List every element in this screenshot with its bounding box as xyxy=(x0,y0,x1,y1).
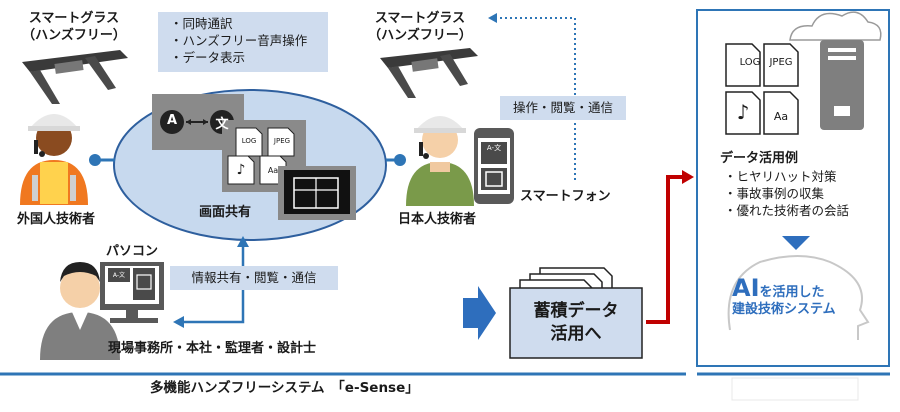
left-glasses-title: スマートグラス xyxy=(28,11,120,26)
smartphone-screen-text: A-文 xyxy=(486,144,502,152)
pc-screen-text: A-文 xyxy=(112,272,126,279)
smart-glasses-right-icon xyxy=(380,48,478,98)
office-worker-icon xyxy=(40,262,120,360)
left-glasses-label: スマートグラス （ハンズフリー） xyxy=(14,10,134,44)
dotted-arrow xyxy=(495,17,576,180)
ai-big-text: AI xyxy=(732,274,760,302)
panel-font-label: Aa xyxy=(773,110,789,123)
panel-music-label: ♪ xyxy=(736,100,750,124)
pc-label: パソコン xyxy=(105,244,158,259)
ai-line1: を活用した xyxy=(759,285,825,300)
red-arrow xyxy=(646,175,684,324)
info-share-label: 情報共有・閲覧・通信 xyxy=(170,266,338,290)
ai-line2: 建設技術システム xyxy=(732,302,836,317)
feature-item: ・同時通訳 xyxy=(170,16,233,31)
smart-glasses-left-icon xyxy=(22,50,128,104)
big-blue-arrow xyxy=(463,286,496,340)
translate-a-label: A xyxy=(166,113,178,128)
red-arrow-head xyxy=(682,170,694,184)
stored-data-label: 蓄積データ 活用へ xyxy=(510,300,642,346)
pc-monitor-icon xyxy=(100,262,164,323)
stacked-documents xyxy=(509,267,643,359)
features-box: ・同時通訳 ・ハンズフリー音声操作 ・データ表示 xyxy=(158,12,328,72)
pc-arrow-head-left xyxy=(173,316,184,328)
down-triangle xyxy=(782,236,810,250)
right-glasses-subtitle: （ハンズフリー） xyxy=(368,28,472,43)
file-log-label: LOG xyxy=(241,137,257,145)
feature-item: ・データ表示 xyxy=(170,50,246,65)
right-glasses-title: スマートグラス xyxy=(374,11,466,26)
data-use-item: ・ヒヤリハット対策 xyxy=(724,169,837,184)
screen-share-label: 画面共有 xyxy=(198,205,251,220)
panel-log-label: LOG xyxy=(739,57,761,68)
ellipse-files xyxy=(222,120,356,220)
left-connector-dot xyxy=(89,154,101,166)
ai-label: AIを活用した 建設技術システム xyxy=(732,274,882,318)
data-use-title: データ活用例 xyxy=(720,151,799,166)
japanese-worker-icon xyxy=(406,116,474,206)
translate-b-label: 文 xyxy=(215,117,229,132)
footer-blank-box xyxy=(731,377,859,401)
ops-label: 操作・閲覧・通信 xyxy=(500,96,626,120)
feature-item: ・ハンズフリー音声操作 xyxy=(170,33,308,48)
smartphone-label: スマートフォン xyxy=(520,189,611,204)
foreign-worker-label: 外国人技術者 xyxy=(16,212,95,227)
pc-arrow-head-up xyxy=(237,236,249,247)
data-use-item: ・事故事例の収集 xyxy=(724,186,825,201)
smartphone-icon xyxy=(474,128,514,204)
ai-head-outline xyxy=(727,255,870,340)
panel-files-icon xyxy=(725,43,799,135)
footer-title: 多機能ハンズフリーシステム 「e-Sense」 xyxy=(150,380,419,396)
file-music-label: ♪ xyxy=(236,162,246,178)
file-font-label: Aa xyxy=(267,166,279,175)
right-glasses-label: スマートグラス （ハンズフリー） xyxy=(358,10,482,44)
office-label: 現場事務所・本社・監理者・設計士 xyxy=(108,341,317,356)
japanese-worker-label: 日本人技術者 xyxy=(397,212,476,227)
foreign-worker-icon xyxy=(20,114,88,205)
left-glasses-subtitle: （ハンズフリー） xyxy=(22,28,126,43)
data-use-item: ・優れた技術者の会話 xyxy=(724,203,850,218)
cloud-server-icon xyxy=(789,11,882,130)
stored-data-line2: 活用へ xyxy=(550,324,602,344)
dotted-arrow-head xyxy=(488,13,497,23)
data-use-list: データ活用例 ・ヒヤリハット対策 ・事故事例の収集 ・優れた技術者の会話 xyxy=(720,150,888,219)
panel-jpeg-label: JPEG xyxy=(769,57,793,68)
file-jpeg-label: JPEG xyxy=(273,137,291,145)
stored-data-line1: 蓄積データ xyxy=(533,301,619,321)
right-connector-dot xyxy=(394,154,406,166)
